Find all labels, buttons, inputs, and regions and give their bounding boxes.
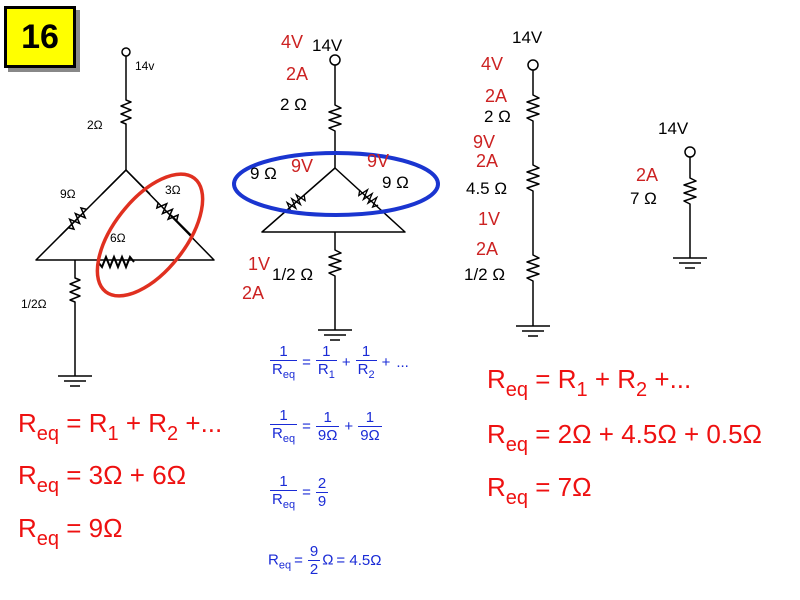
c3-v3: 1V <box>478 209 501 229</box>
blue-highlight-oval <box>232 151 440 217</box>
c3-r1: 2 Ω <box>484 107 511 126</box>
c3-r3: 1/2 Ω <box>464 265 506 284</box>
c2-r-right-label: 9 Ω <box>382 173 409 192</box>
c3-v1: 4V <box>481 54 504 74</box>
c1-r-bottom-label: 1/2Ω <box>21 297 47 311</box>
c4-source-label: 14V <box>658 119 689 138</box>
series-formula-right: Req = R1 + R2 +... <box>487 364 692 401</box>
c2-r-left-label: 9 Ω <box>250 164 277 183</box>
series-sum-right: Req = 2Ω + 4.5Ω + 0.5Ω <box>487 419 762 456</box>
c3-source-label: 14V <box>512 28 543 47</box>
series-result-right: Req = 7Ω <box>487 472 592 509</box>
red-highlight-oval <box>95 172 205 298</box>
c3-r2: 4.5 Ω <box>466 179 508 198</box>
c3-v2: 9V <box>473 132 496 152</box>
c1-r-right-label: 3Ω <box>165 183 181 197</box>
c2-top-voltage: 4V <box>281 32 304 52</box>
series-sum-left: Req = 3Ω + 6Ω <box>18 460 187 497</box>
c3-i3: 2A <box>476 239 499 259</box>
slide-number-badge: 16 <box>4 6 76 68</box>
c2-source-label: 14V <box>312 36 343 55</box>
c2-left-voltage: 9V <box>291 156 314 176</box>
c2-r-bottom-label: 1/2 Ω <box>272 265 314 284</box>
c3-i2: 2A <box>476 151 499 171</box>
c3-i1: 2A <box>485 86 508 106</box>
series-formula-left: Req = R1 + R2 +... <box>18 408 223 445</box>
triangle-resistors <box>59 169 193 270</box>
c2-right-voltage: 9V <box>367 151 390 171</box>
c2-top-current: 2A <box>286 64 309 84</box>
c1-source-label: 14v <box>135 59 155 73</box>
c1-r-mid-label: 6Ω <box>110 231 126 245</box>
c4-resistance: 7 Ω <box>630 189 657 208</box>
c1-r-top-label: 2Ω <box>87 118 103 132</box>
c1-r-left-label: 9Ω <box>60 187 76 201</box>
c2-bottom-voltage: 1V <box>248 254 271 274</box>
c2-bottom-current: 2A <box>242 283 265 303</box>
series-result-left: Req = 9Ω <box>18 513 123 550</box>
c2-r-top-label: 2 Ω <box>280 95 307 114</box>
c4-current: 2A <box>636 165 659 185</box>
